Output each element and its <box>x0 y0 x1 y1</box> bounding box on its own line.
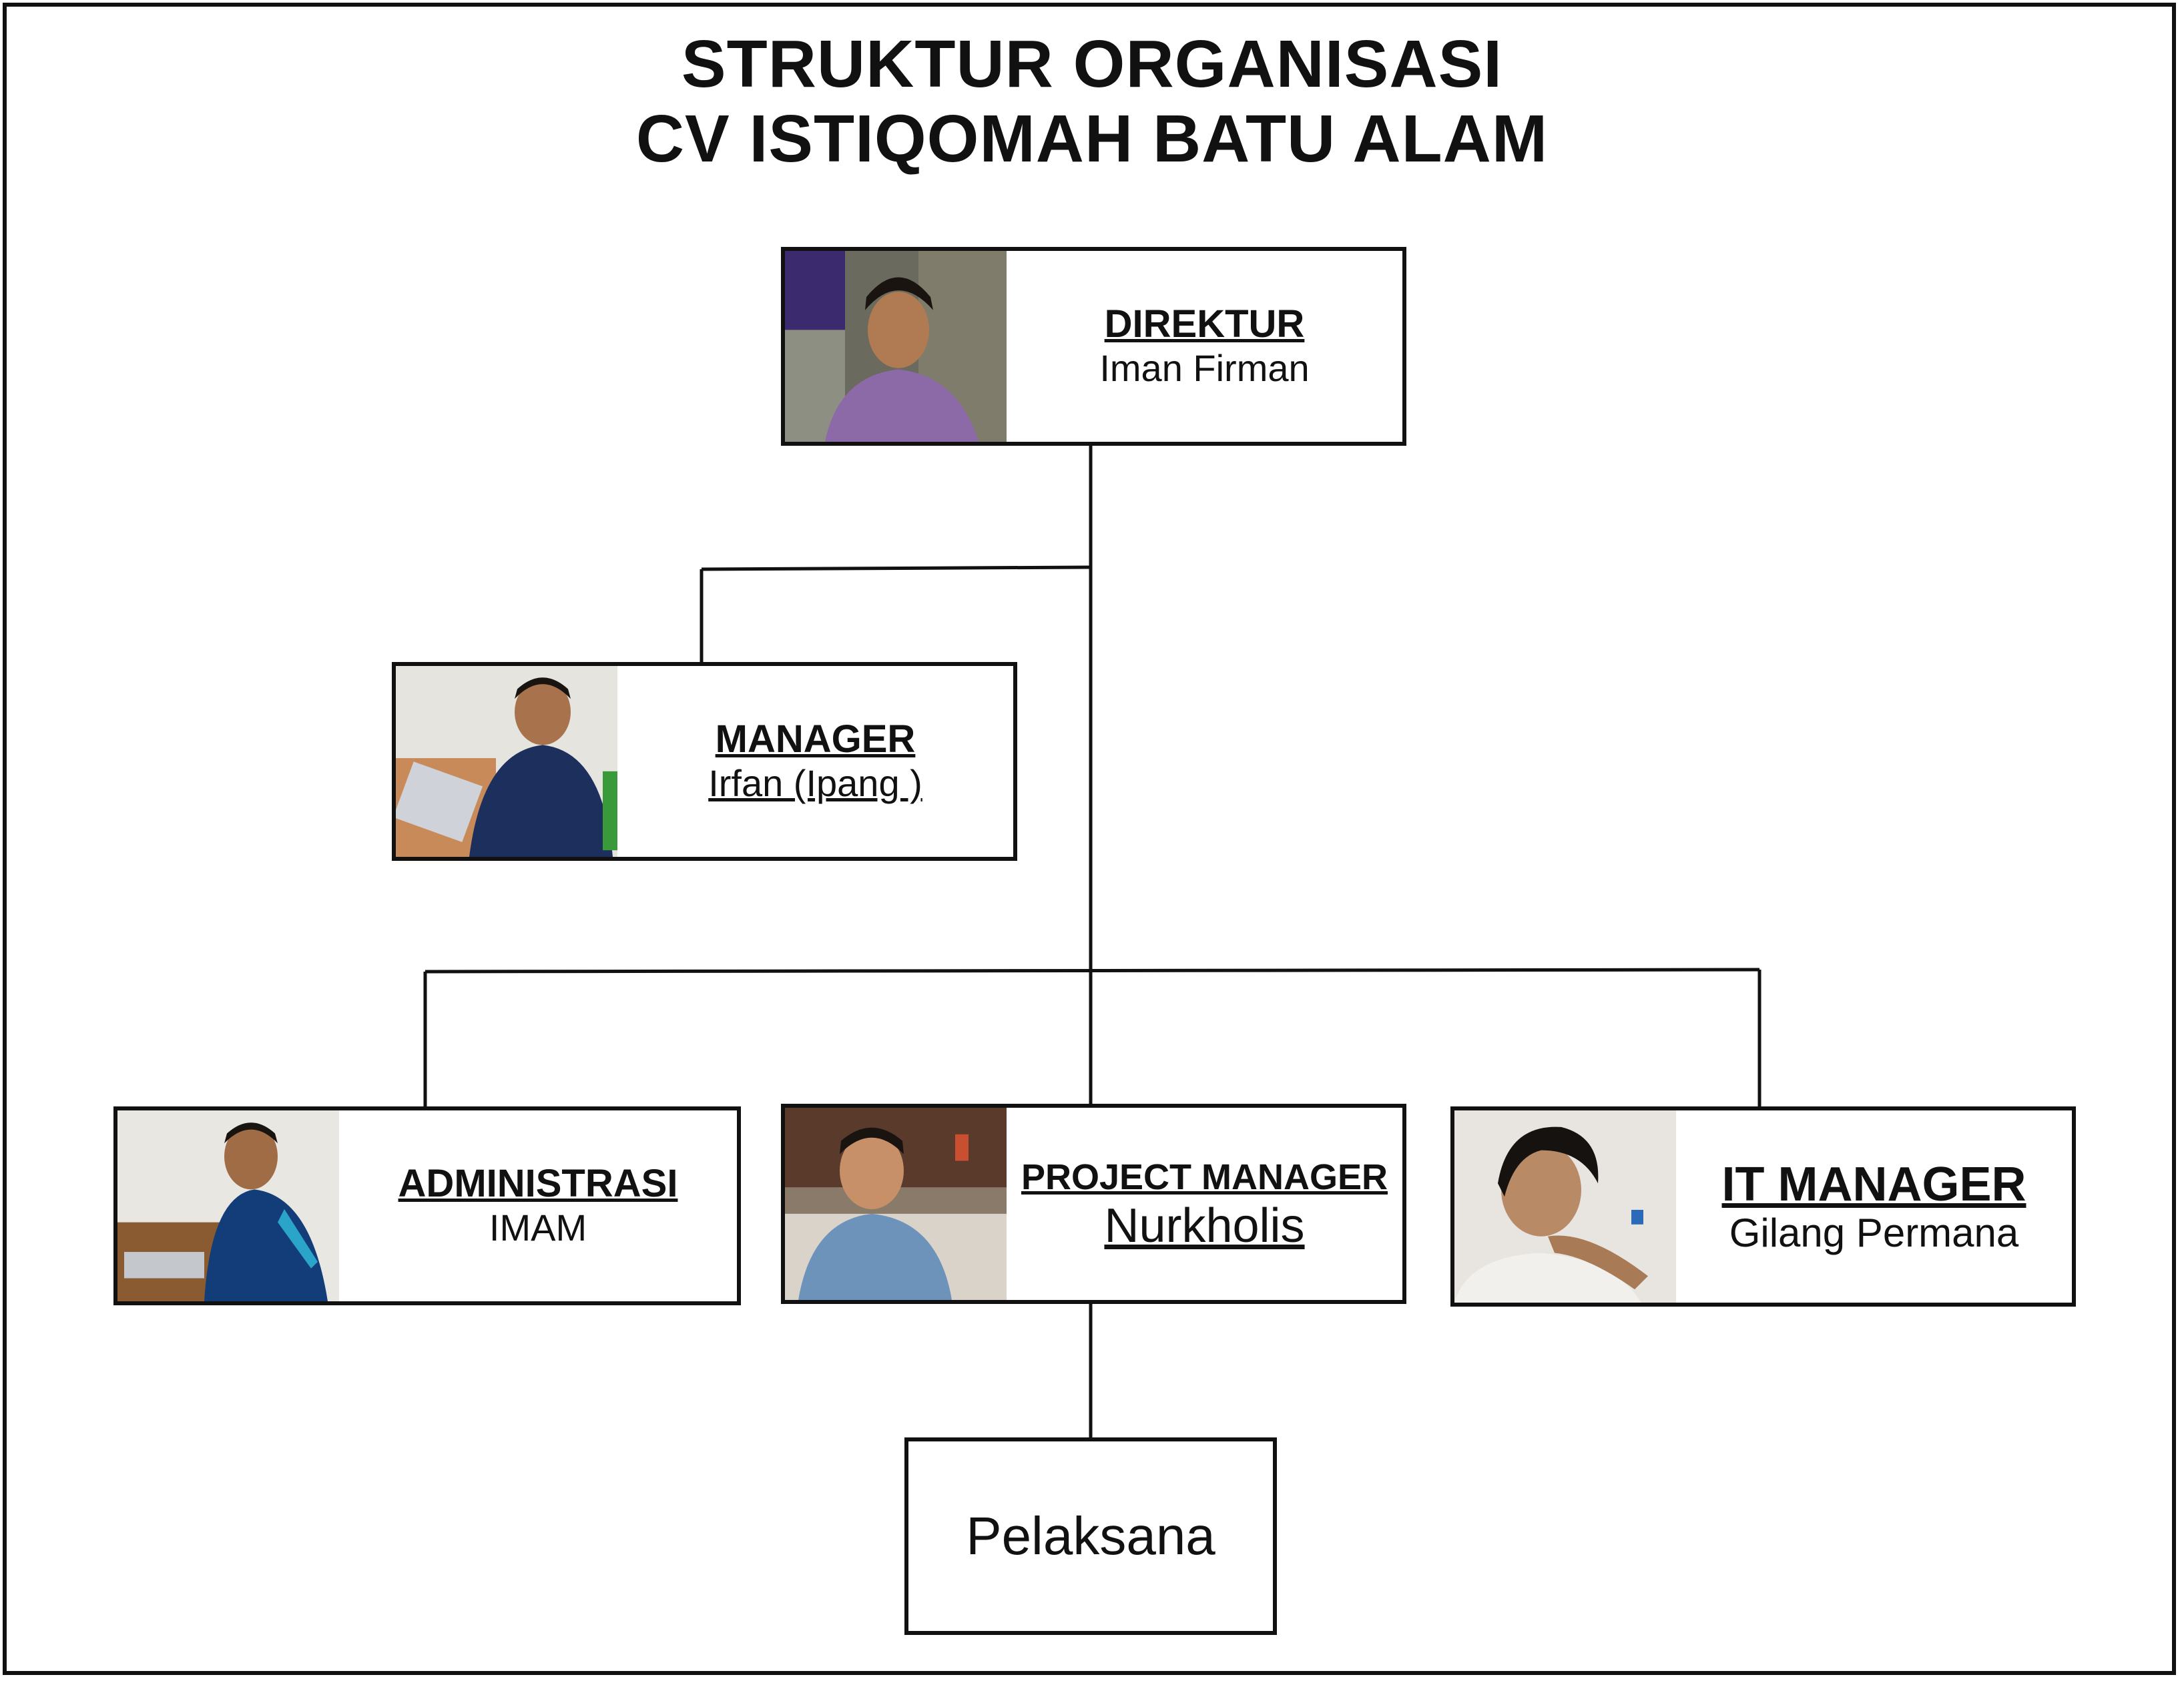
manager-text: MANAGER Irfan (Ipang ) <box>617 666 1013 857</box>
administrasi-name: IMAM <box>489 1207 587 1249</box>
administrasi-role: ADMINISTRASI <box>398 1162 678 1205</box>
project-manager-text: PROJECT MANAGER Nurkholis <box>1007 1108 1402 1300</box>
project-manager-photo <box>785 1108 1007 1300</box>
direktur-text: DIREKTUR Iman Firman <box>1007 251 1402 442</box>
pelaksana-label: Pelaksana <box>966 1506 1215 1566</box>
node-project-manager: PROJECT MANAGER Nurkholis <box>781 1104 1406 1304</box>
direktur-photo <box>785 251 1007 442</box>
direktur-role: DIREKTUR <box>1104 302 1305 346</box>
node-pelaksana: Pelaksana <box>904 1437 1277 1635</box>
node-it-manager: IT MANAGER Gilang Permana <box>1450 1106 2076 1307</box>
title-line-1: STRUKTUR ORGANISASI <box>681 27 1503 101</box>
project-manager-role: PROJECT MANAGER <box>1021 1157 1388 1197</box>
diagram-frame <box>3 3 2176 1675</box>
node-direktur: DIREKTUR Iman Firman <box>781 247 1406 446</box>
direktur-name: Iman Firman <box>1099 347 1310 389</box>
connector-manager-branch <box>701 565 1091 571</box>
it-manager-name: Gilang Permana <box>1729 1211 2019 1255</box>
it-manager-text: IT MANAGER Gilang Permana <box>1676 1110 2072 1303</box>
project-manager-name: Nurkholis <box>1104 1199 1305 1253</box>
manager-photo <box>396 666 617 857</box>
administrasi-text: ADMINISTRASI IMAM <box>339 1110 737 1301</box>
node-administrasi: ADMINISTRASI IMAM <box>113 1106 741 1305</box>
title-line-2: CV ISTIQOMAH BATU ALAM <box>635 101 1549 176</box>
it-manager-role: IT MANAGER <box>1721 1158 2026 1211</box>
connector-level3-bus <box>425 968 1760 974</box>
node-manager: MANAGER Irfan (Ipang ) <box>392 662 1017 861</box>
it-manager-photo <box>1454 1110 1676 1303</box>
manager-role: MANAGER <box>715 717 916 761</box>
administrasi-photo <box>117 1110 339 1301</box>
diagram-title: STRUKTUR ORGANISASI CV ISTIQOMAH BATU AL… <box>0 27 2184 176</box>
manager-name: Irfan (Ipang ) <box>708 762 922 804</box>
